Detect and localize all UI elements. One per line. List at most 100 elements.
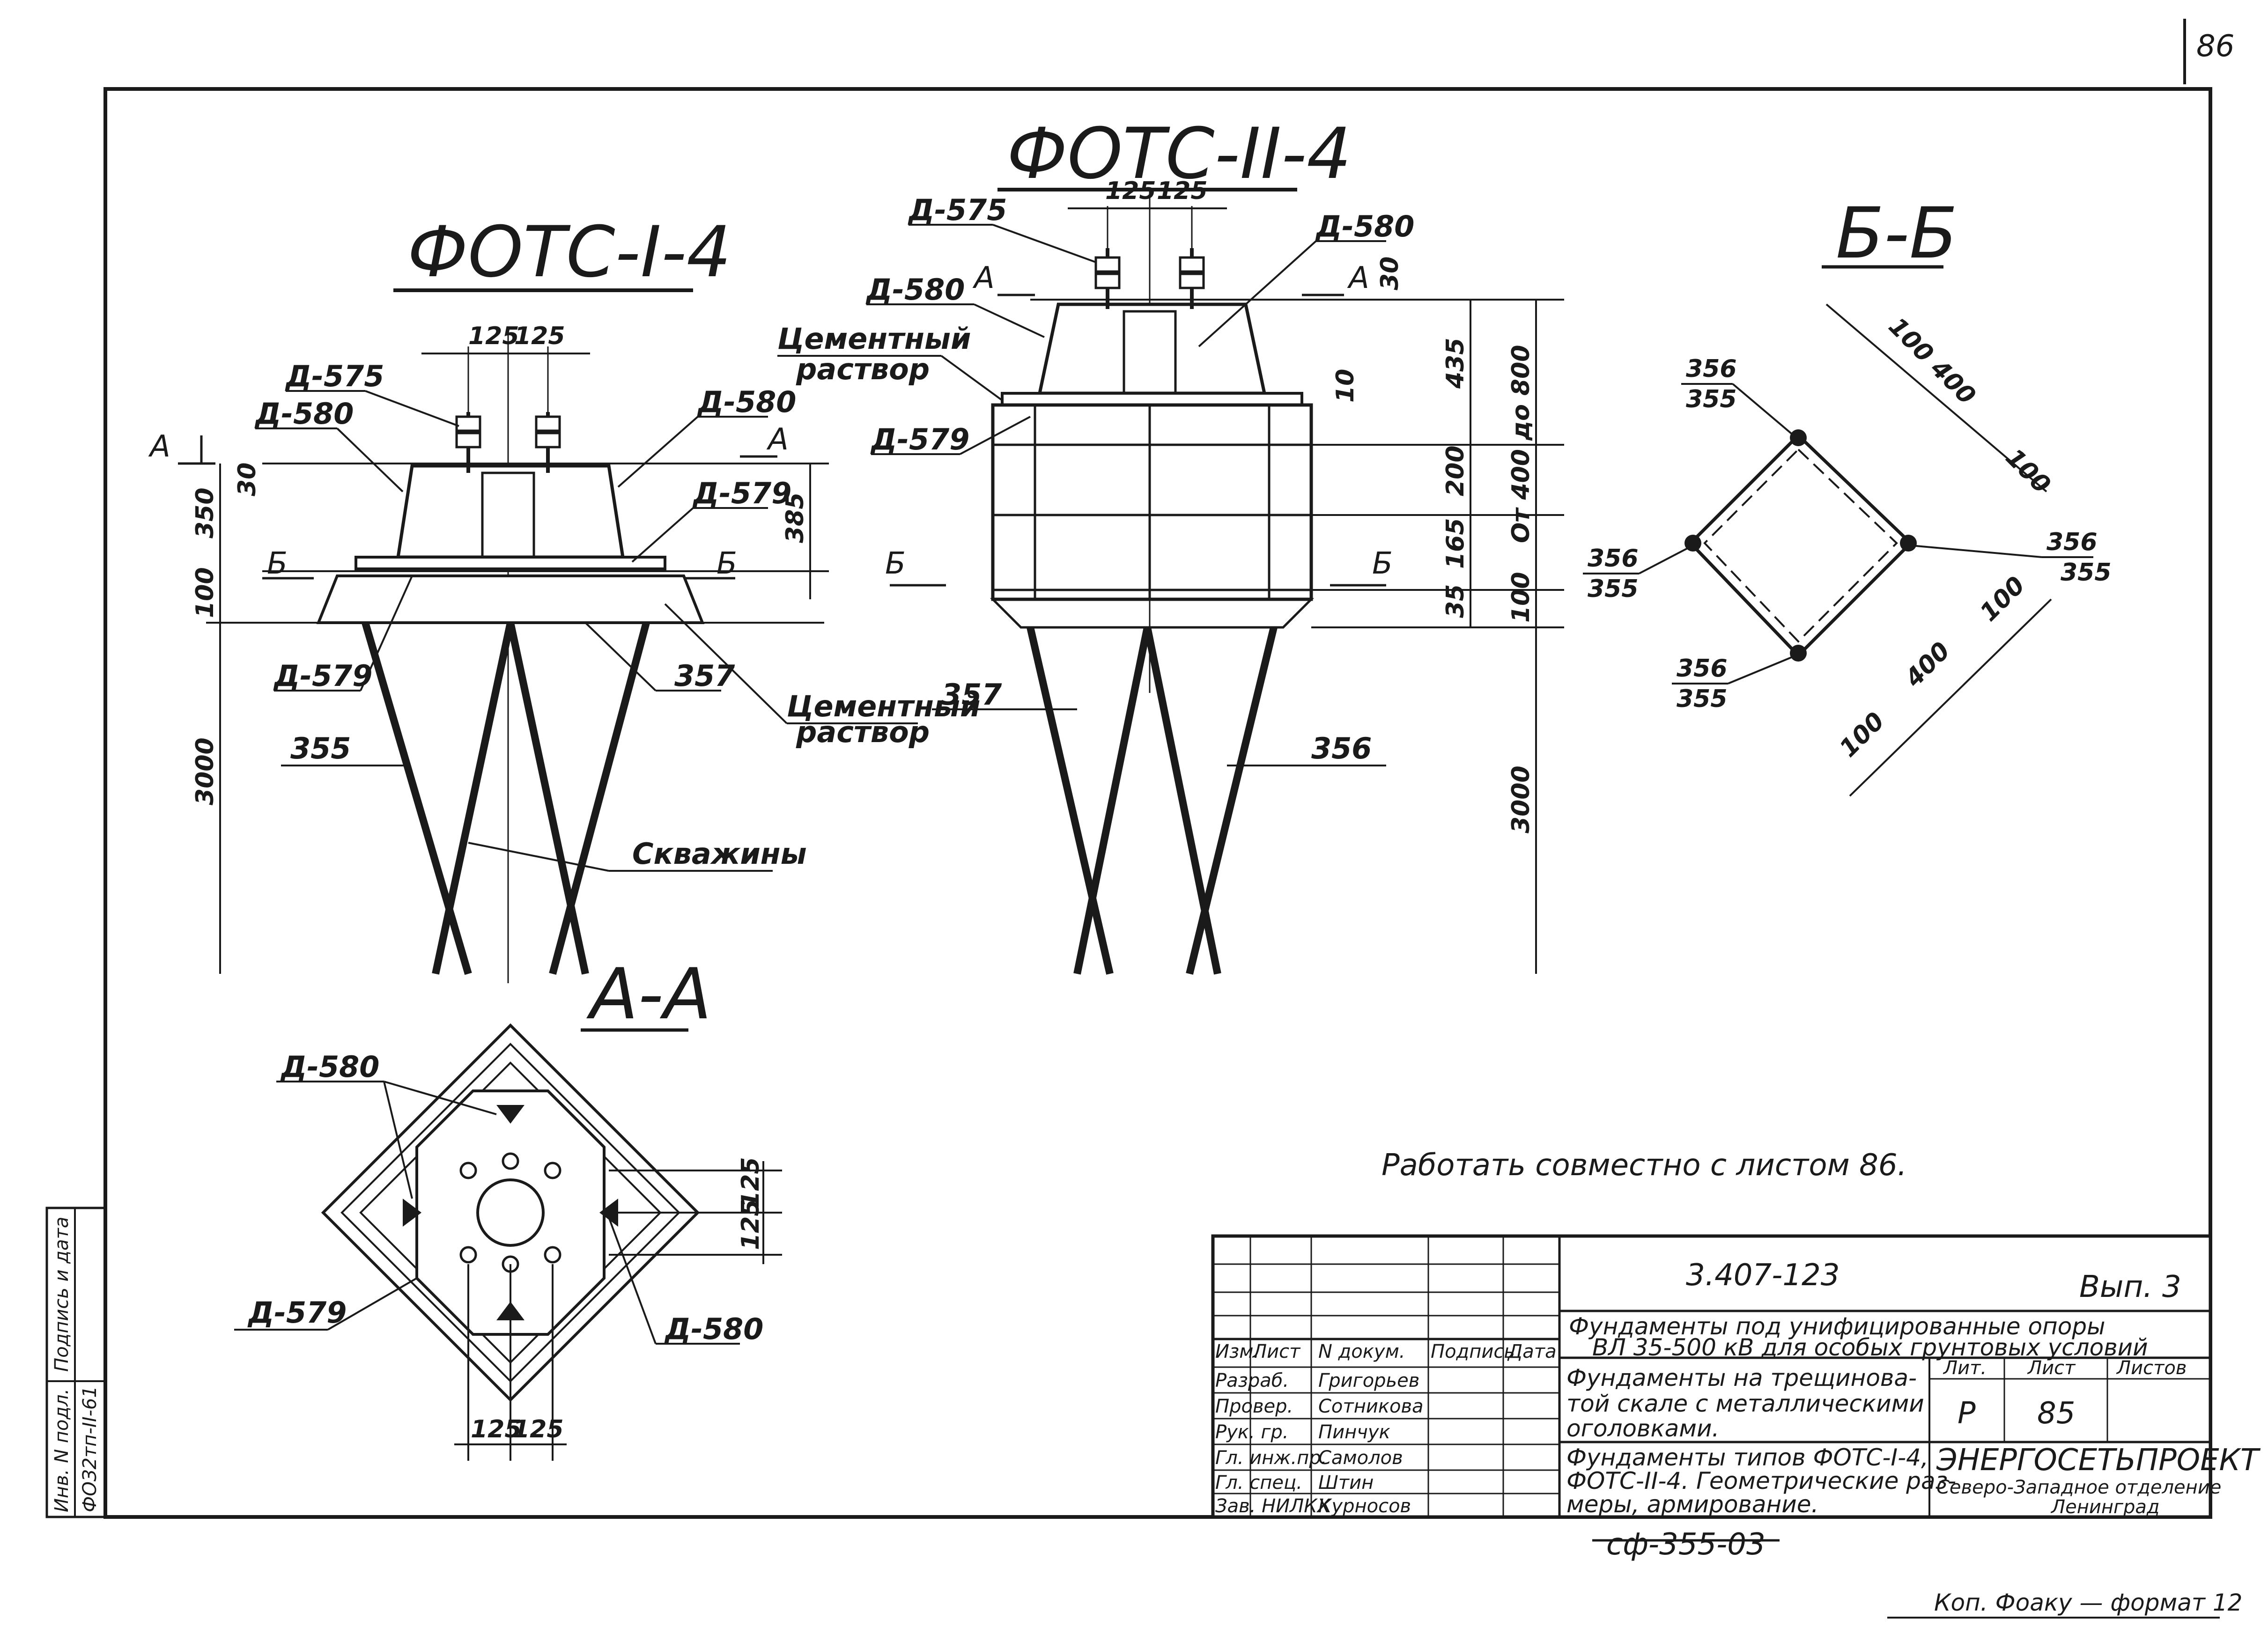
fots-1-label-d580-right: Д-580 [697,385,796,419]
section-aa: А-А 125 125 125 125 Д-580 Д-579 [234,954,782,1461]
section-aa-d125-v2: 125 [737,1199,765,1250]
fots-1-dim-125a: 125 [468,322,519,350]
tb-hdr-sheet: Лист [1252,1341,1301,1362]
fots-1-cut-b-left: Б [267,546,288,581]
tb-drawing-title-3: меры, армирование. [1566,1491,1818,1518]
fots-2-cut-b-left: Б [885,546,906,581]
fots-2-dim-10: 10 [1331,369,1359,403]
fots-2-concrete-block [991,403,1313,601]
tb-doc-number: 3.407-123 [1686,1258,1840,1293]
fots-2-label-d579: Д-579 [870,422,969,456]
section-bb-frac-bl-top: 356 [1677,655,1728,683]
fots-1-concrete-cap [316,574,705,624]
fots-1-cut-b-right: Б [717,546,737,581]
section-bb-title: Б-Б [1836,193,1958,274]
tb-row-4-role: Гл. инж.пр. [1215,1447,1327,1469]
fots-1-cement: Цементный [787,689,980,723]
fots-2-dim-435: 435 [1441,338,1470,389]
section-bb-frac-tl-bot: 355 [1686,385,1737,413]
fots-1-metal-head [396,464,625,559]
tb-hdr-list: Лист [2027,1357,2076,1379]
tb-sheet-title-1: Фундаменты на трещинова- [1566,1364,1917,1391]
section-bb-d100d: 100 [1834,707,1890,763]
fots-1-dim-385: 385 [781,492,809,543]
fots-1-dim-3000: 3000 [191,737,219,805]
tb-hdr-docnum: N докум. [1318,1341,1405,1362]
fots-1-anchor-bolt-left [455,412,481,473]
fots-2-label-d580-right: Д-580 [1315,209,1414,243]
fots-2-ref-357: 357 [941,677,1002,712]
page-number: 86 [2196,29,2234,64]
fots-2-ref-356: 356 [1311,731,1372,765]
tb-row-6-role: Зав. НИЛКХ [1215,1495,1331,1517]
fots-1-base-plate [355,556,666,570]
fots-2-dim-125b: 125 [1157,177,1208,205]
section-aa-label-d580-right: Д-580 [664,1312,763,1346]
fots-1-dim-350: 350 [191,487,219,538]
tb-row-1-role: Разраб. [1215,1370,1289,1391]
side-stamp-inv: Инв. N подл. [51,1389,73,1512]
sheet-note: Работать совместно с листом 86. [1381,1148,1907,1183]
tb-row-3-name: Пинчук [1318,1421,1390,1443]
fots-1-cut-a-left: А [148,429,170,464]
fots-2-cement: Цементный [777,322,971,356]
tb-lit-value: Р [1958,1396,1976,1431]
fots-1-label-d575: Д-575 [285,359,384,393]
side-stamp: Подпись и дата Инв. N подл. ФОЗ2тп-II-61 [45,1207,107,1518]
section-bb-frac-bl-bot: 355 [1677,685,1728,713]
fots-2-dim-125a: 125 [1105,177,1156,205]
fots-1-wells [362,621,650,975]
tb-org-2: Северо-Западное отделение [1936,1477,2221,1498]
tb-sheet-title-3: оголовками. [1566,1415,1719,1442]
bottom-code: сф-355-03 [1606,1527,1766,1562]
section-aa-title: А-А [586,954,711,1035]
fots-2-label-d580-left: Д-580 [865,272,965,307]
fots-1-title: ФОТС-I-4 [407,212,731,293]
side-stamp-sign-date: Подпись и дата [51,1217,73,1372]
section-bb-frac-l-top: 356 [1588,545,1639,573]
section-bb-d100c: 100 [1975,571,2031,627]
tb-issue: Вып. 3 [2079,1270,2181,1304]
section-aa-label-d580-top: Д-580 [280,1050,379,1084]
fots-1-dim-125b: 125 [514,322,565,350]
fots-2-dim-35: 35 [1441,584,1470,618]
fots-2-view: ФОТС-II-4 125 125 [777,113,1564,975]
section-bb-frac-r-bot: 355 [2061,559,2112,587]
tb-project-title-1: Фундаменты под унифицированные опоры [1569,1313,2105,1340]
section-bb-frac-r-top: 356 [2046,528,2098,556]
fots-2-cut-a-right: А [1347,261,1369,295]
fots-1-label-d580-left: Д-580 [254,397,354,431]
fots-1-label-d579-bottom: Д-579 [273,659,372,693]
fots-1-anchor-bolt-right [535,412,561,473]
tb-hdr-lists: Листов [2116,1357,2187,1379]
tb-sheet-title-2: той скале с металлическими [1566,1390,1924,1417]
fots-1-wells-label: Скважины [632,837,807,871]
section-bb-frac-tl-top: 356 [1686,355,1737,383]
tb-hdr-change: Изм. [1215,1341,1259,1362]
fots-2-mortar: раствор [796,352,930,386]
tb-row-5-name: Штин [1318,1472,1374,1494]
tb-hdr-date: Дата [1507,1341,1557,1362]
section-aa-label-d579: Д-579 [247,1295,347,1330]
tb-hdr-sign: Подпись [1431,1341,1515,1362]
fots-2-cut-b-right: Б [1372,546,1393,581]
tb-row-2-role: Провер. [1215,1396,1293,1417]
fots-2-label-d575: Д-575 [908,193,1007,227]
tb-list-value: 85 [2037,1396,2075,1431]
tb-row-6-name: Курносов [1318,1495,1411,1517]
tb-hdr-lit: Лит. [1943,1357,1987,1379]
fots-1-label-d579-right: Д-579 [692,476,791,510]
title-block: Изм. Лист N докум. Подпись Дата Разраб. … [1211,1234,2261,1519]
fots-2-title: ФОТС-II-4 [1007,113,1352,195]
tb-row-3-role: Рук. гр. [1215,1421,1289,1443]
section-bb-frac-l-bot: 355 [1588,575,1639,603]
tb-org-3: Ленинград [2050,1496,2160,1518]
section-bb-d400a: 400 [1925,354,1981,410]
fots-1-ref-355: 355 [290,731,351,765]
fots-1-cut-a-right: А [766,422,789,457]
tb-org-1: ЭНЕРГОСЕТЬПРОЕКТ [1936,1443,2261,1478]
section-aa-center-pipe [476,1178,545,1247]
fots-2-dim-3000: 3000 [1507,765,1535,833]
